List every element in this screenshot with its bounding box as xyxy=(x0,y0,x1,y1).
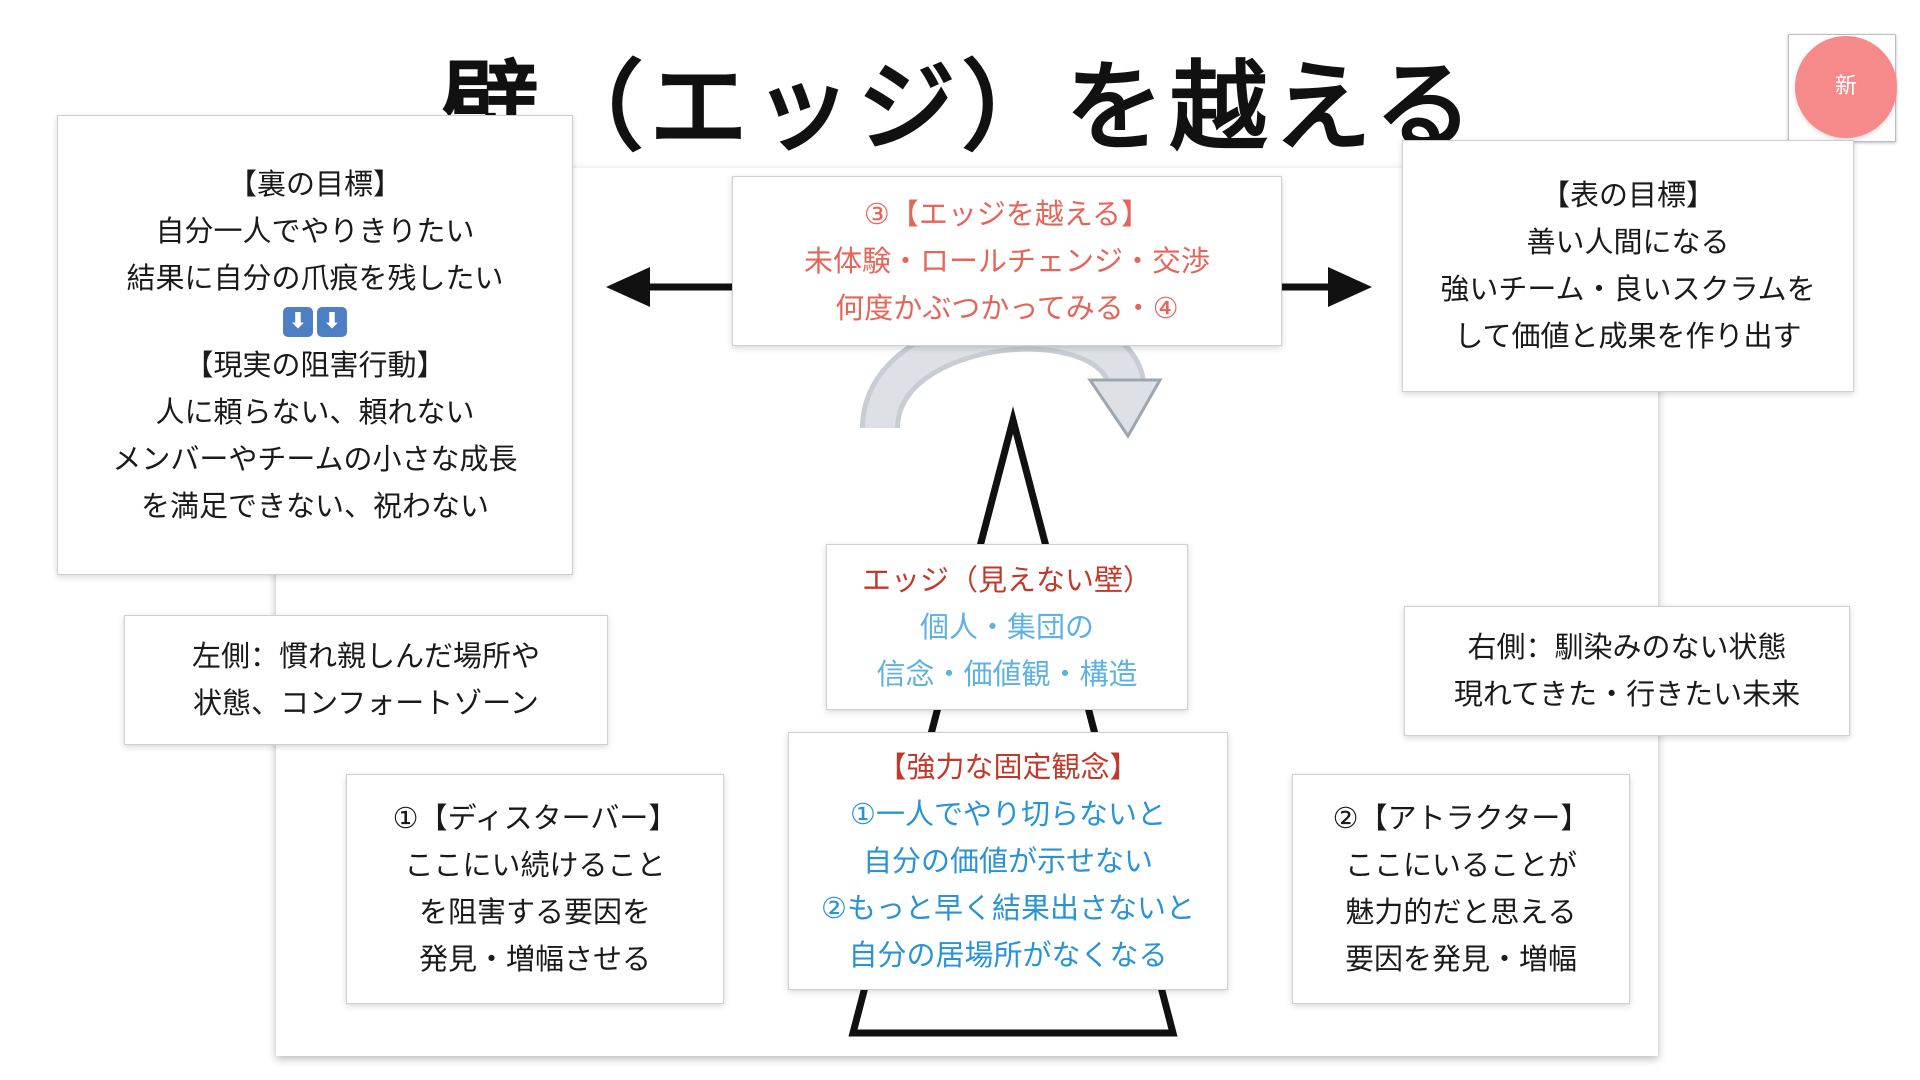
curved-arrow-icon xyxy=(860,311,1163,439)
edge-triangle xyxy=(848,406,1178,1037)
fixed-belief-line-2: 自分の価値が示せない xyxy=(862,843,1153,878)
fixed-belief-box: 【強力な固定観念】 ①一人でやり切らないと 自分の価値が示せない ②もっと早く結… xyxy=(788,732,1228,990)
disturber-box: ①【ディスターバー】 ここにい続けること を阻害する要因を 発見・増幅させる xyxy=(346,774,724,1004)
future-state-line-1: 右側：馴染みのない状態 xyxy=(1467,630,1787,664)
disturber-line-2: を阻害する要因を xyxy=(418,895,651,929)
fixed-belief-line-1: ①一人でやり切らないと xyxy=(850,796,1166,831)
surface-goal-box: 【表の目標】 善い人間になる 強いチーム・良いスクラムを して価値と成果を作り出… xyxy=(1402,140,1854,392)
edge-line-2: 信念・価値観・構造 xyxy=(876,656,1138,691)
disturber-line-1: ここにい続けること xyxy=(404,848,666,882)
disturber-heading: ①【ディスターバー】 xyxy=(392,801,678,835)
fixed-belief-line-4: 自分の居場所がなくなる xyxy=(848,937,1168,972)
attractor-box: ②【アトラクター】 ここにいることが 魅力的だと思える 要因を発見・増幅 xyxy=(1292,774,1630,1004)
cross-edge-line-1: 未体験・ロールチェンジ・交渉 xyxy=(803,243,1210,278)
comfort-zone-line-1: 左側：慣れ親しんだ場所や xyxy=(191,639,540,673)
surface-goal-line-1: 善い人間になる xyxy=(1526,225,1730,259)
cross-edge-line-2: 何度かぶつかってみる・④ xyxy=(835,290,1179,325)
cross-edge-heading: ③【エッジを越える】 xyxy=(863,196,1151,231)
attractor-heading: ②【アトラクター】 xyxy=(1332,801,1590,835)
obstructive-behavior-heading: 【現実の阻害行動】 xyxy=(184,347,446,382)
obstructive-behavior-line-3: を満足できない、祝わない xyxy=(140,488,489,523)
cross-edge-box: ③【エッジを越える】 未体験・ロールチェンジ・交渉 何度かぶつかってみる・④ xyxy=(732,176,1282,346)
hidden-goal-line-2: 結果に自分の爪痕を残したい xyxy=(126,260,504,295)
edge-heading: エッジ（見えない壁） xyxy=(861,562,1152,597)
down-arrows: ⬇ ⬇ xyxy=(58,302,572,342)
surface-goal-line-3: して価値と成果を作り出す xyxy=(1454,319,1802,353)
comfort-zone-line-2: 状態、コンフォートゾーン xyxy=(193,686,539,720)
hidden-goal-heading: 【裏の目標】 xyxy=(227,166,402,201)
down-arrow-icon: ⬇ xyxy=(317,306,347,337)
hidden-goal-box: 【裏の目標】 自分一人でやりきりたい 結果に自分の爪痕を残したい ⬇ ⬇ 【現実… xyxy=(57,115,573,575)
obstructive-behavior-line-2: メンバーやチームの小さな成長 xyxy=(112,441,518,476)
comfort-zone-box: 左側：慣れ親しんだ場所や 状態、コンフォートゾーン xyxy=(124,615,608,745)
attractor-line-2: 魅力的だと思える xyxy=(1345,895,1577,929)
attractor-line-3: 要因を発見・増幅 xyxy=(1344,942,1577,976)
fixed-belief-line-3: ②もっと早く結果出さないと xyxy=(821,890,1195,925)
right-arrow xyxy=(1280,267,1372,307)
fixed-belief-heading: 【強力な固定観念】 xyxy=(877,749,1139,784)
edge-box: エッジ（見えない壁） 個人・集団の 信念・価値観・構造 xyxy=(826,544,1188,710)
down-arrow-icon: ⬇ xyxy=(283,306,313,337)
surface-goal-line-2: 強いチーム・良いスクラムを xyxy=(1440,272,1816,306)
future-state-line-2: 現れてきた・行きたい未来 xyxy=(1453,677,1801,711)
attractor-line-1: ここにいることが xyxy=(1344,848,1577,882)
page-title: 壁（エッジ）を越える xyxy=(441,51,1479,165)
new-badge: 新 xyxy=(1795,36,1897,138)
future-state-box: 右側：馴染みのない状態 現れてきた・行きたい未来 xyxy=(1404,606,1850,736)
edge-line-1: 個人・集団の xyxy=(919,609,1094,644)
obstructive-behavior-line-1: 人に頼らない、頼れない xyxy=(155,394,475,429)
disturber-line-3: 発見・増幅させる xyxy=(418,942,651,976)
surface-goal-heading: 【表の目標】 xyxy=(1540,178,1715,212)
left-arrow xyxy=(606,267,740,307)
hidden-goal-line-1: 自分一人でやりきりたい xyxy=(155,213,475,248)
